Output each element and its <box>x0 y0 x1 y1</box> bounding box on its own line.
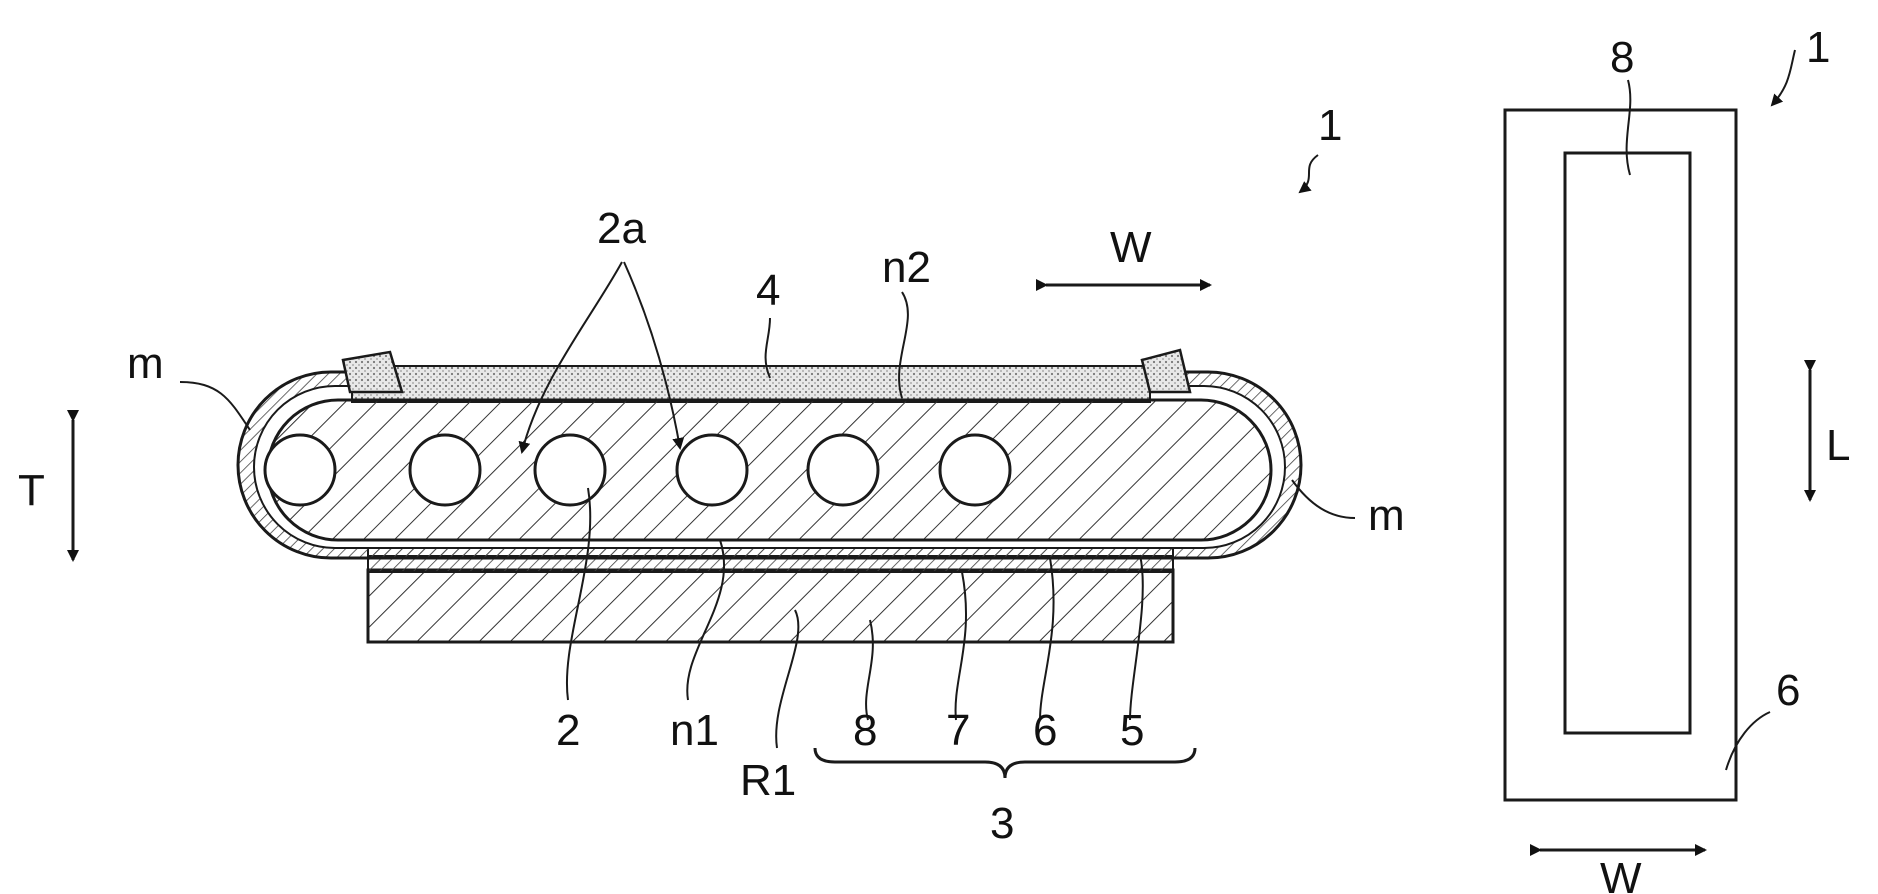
label-m-left: m <box>127 339 164 388</box>
film-4-left-flap <box>343 352 402 392</box>
plan-view: 1 8 L 6 W <box>1505 23 1850 894</box>
label-4: 4 <box>756 266 780 315</box>
hole-2a-5 <box>808 435 878 505</box>
ref-1-arrow <box>1300 155 1318 192</box>
label-2: 2 <box>556 706 580 755</box>
label-2a: 2a <box>597 204 646 253</box>
label-W-bottom: W <box>1600 854 1642 894</box>
label-1-cross: 1 <box>1318 101 1342 150</box>
film-4-right-flap <box>1142 350 1190 392</box>
hole-2a-6 <box>940 435 1010 505</box>
label-8-top: 8 <box>1610 33 1634 82</box>
hole-2a-4 <box>677 435 747 505</box>
label-5: 5 <box>1120 706 1144 755</box>
label-T: T <box>18 466 45 515</box>
label-W-top: W <box>1110 223 1152 272</box>
leader-m-left <box>180 382 250 430</box>
label-m-right: m <box>1368 491 1405 540</box>
label-n2: n2 <box>882 243 931 292</box>
label-R1: R1 <box>740 756 796 805</box>
label-8-bottom: 8 <box>853 706 877 755</box>
hole-2a-1 <box>265 435 335 505</box>
label-6-bottom: 6 <box>1033 706 1057 755</box>
label-1-plan: 1 <box>1806 23 1830 72</box>
film-4 <box>352 366 1150 402</box>
inner-window-8 <box>1565 153 1690 733</box>
label-n1: n1 <box>670 706 719 755</box>
label-7: 7 <box>946 706 970 755</box>
hole-2a-3 <box>535 435 605 505</box>
label-6-side: 6 <box>1776 666 1800 715</box>
leader-m-right <box>1292 480 1355 518</box>
label-3: 3 <box>990 799 1014 848</box>
hole-2a-2 <box>410 435 480 505</box>
label-L: L <box>1826 421 1850 470</box>
ref-1-arrow-plan <box>1772 50 1795 105</box>
cross-section-view: 1 2a 4 n2 W m T m 2 n1 R1 8 7 6 5 3 <box>18 101 1405 848</box>
